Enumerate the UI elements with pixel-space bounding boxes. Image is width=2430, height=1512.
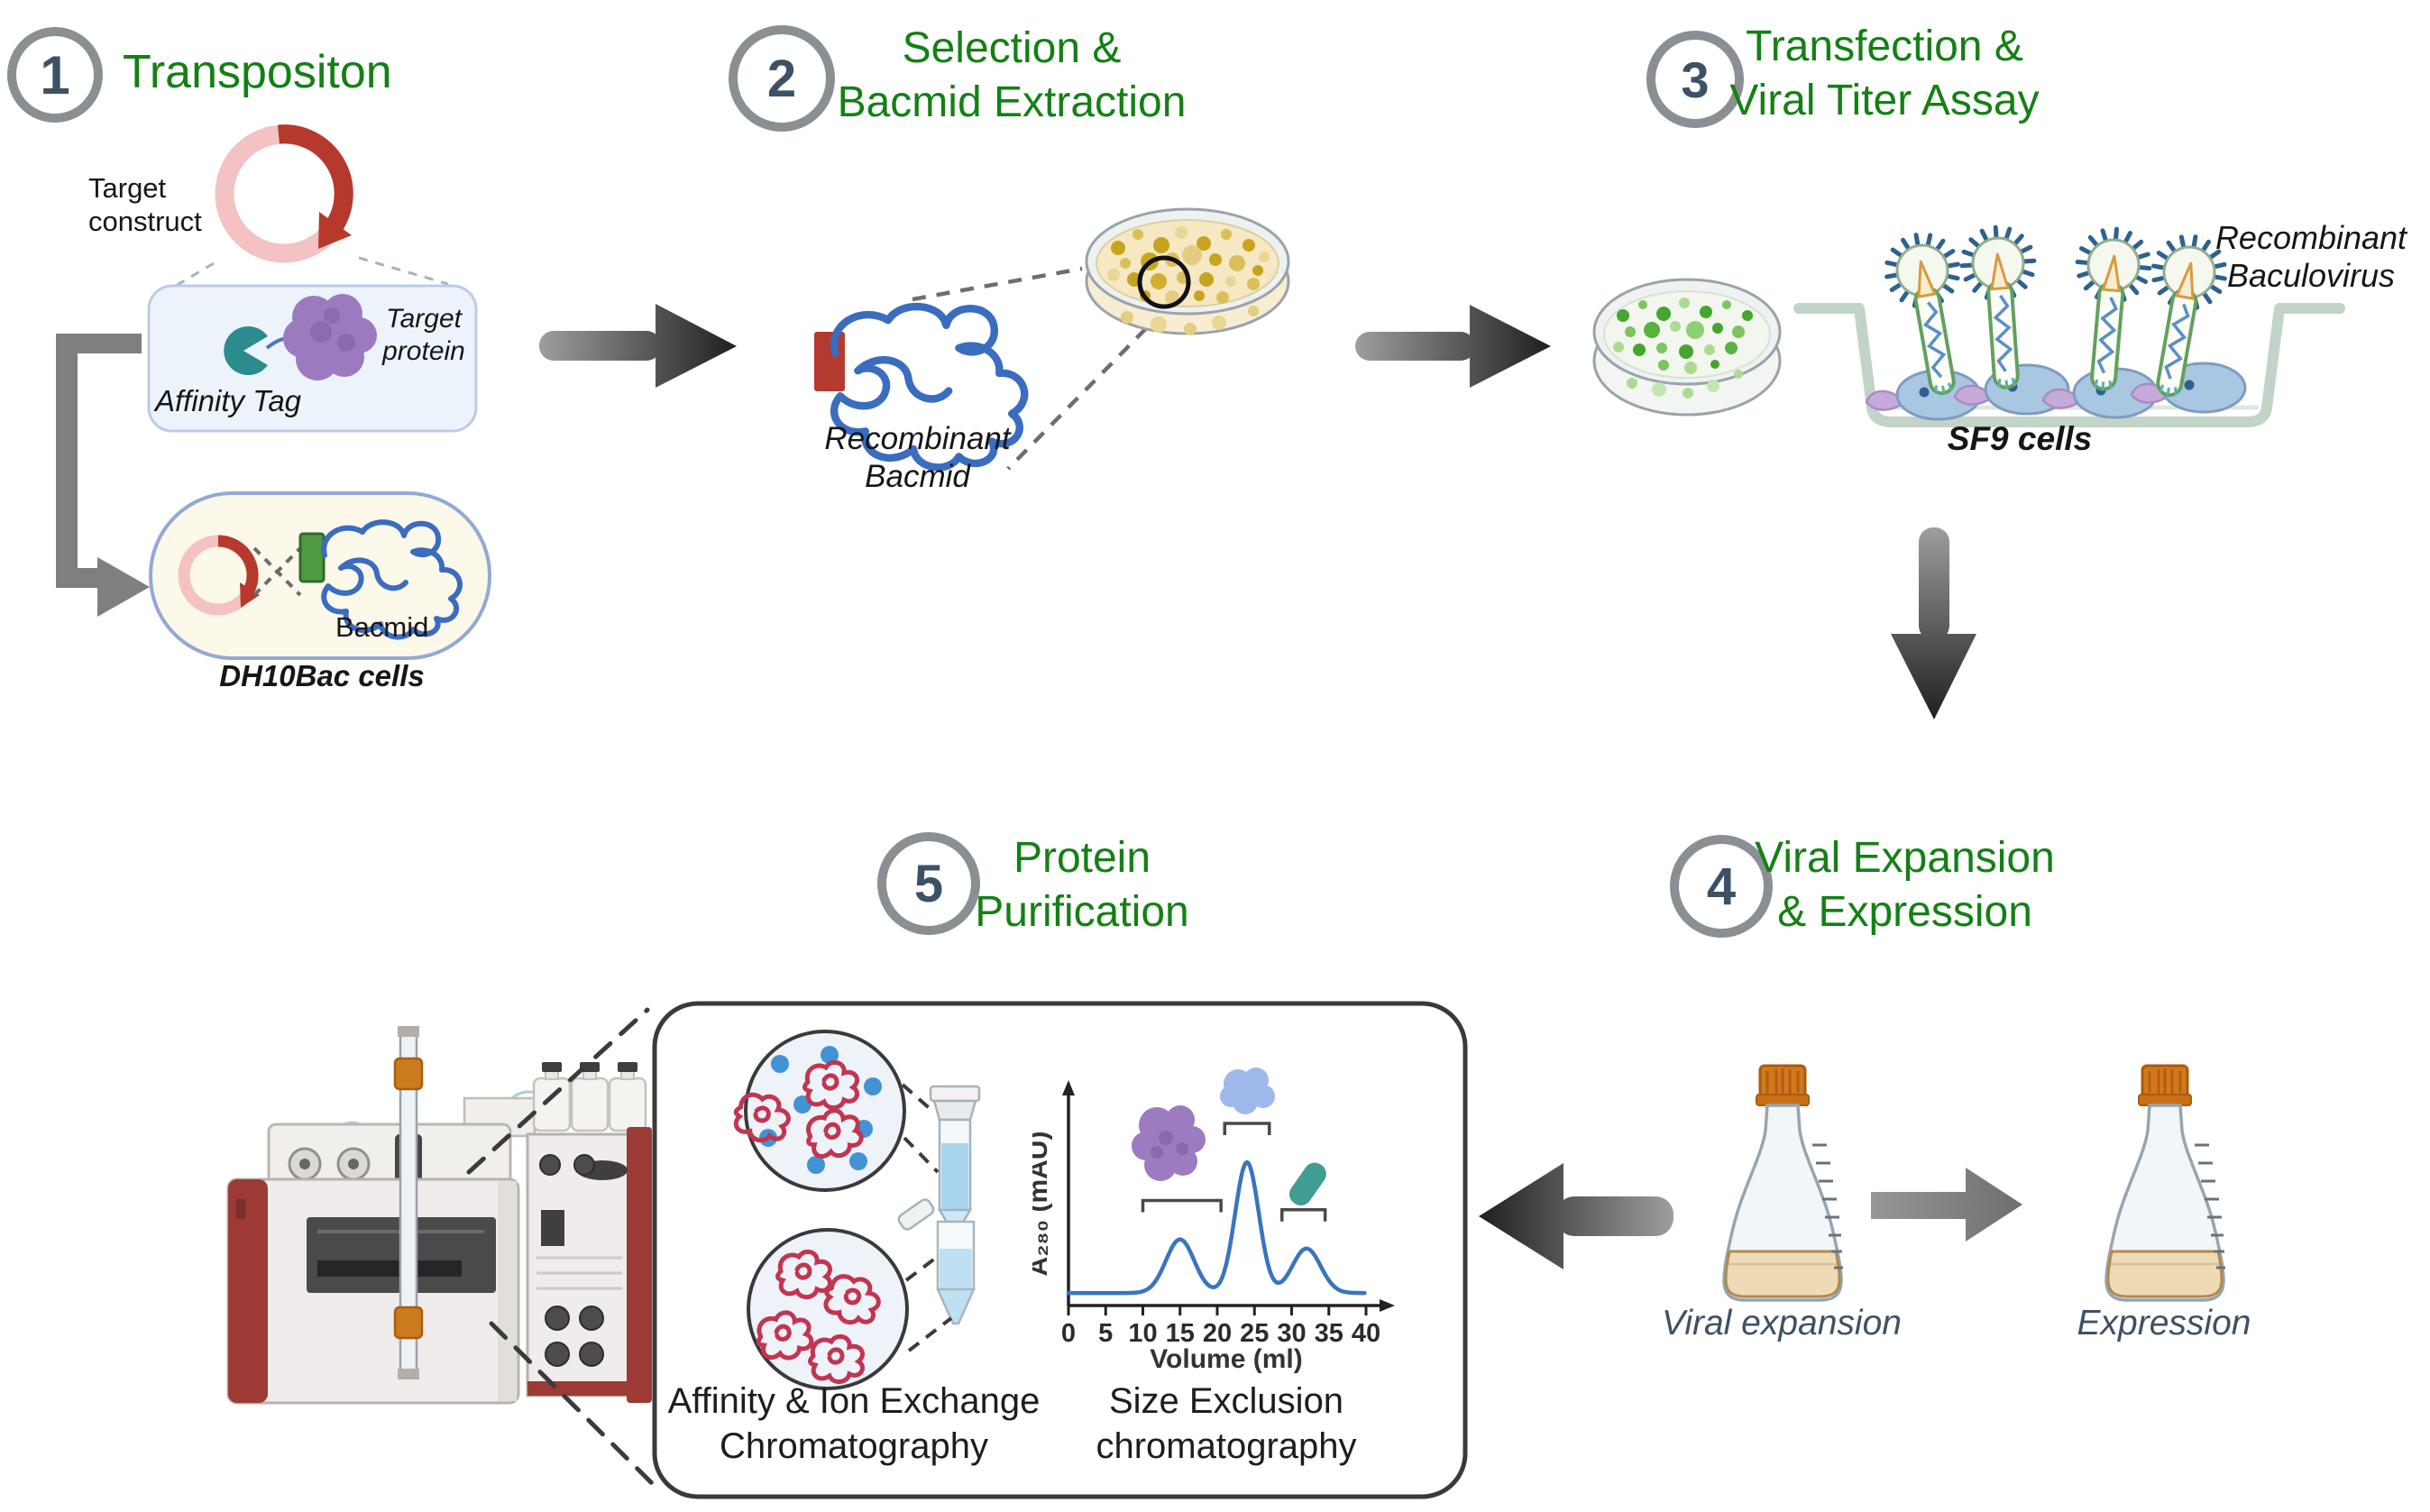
step1-title: Transpositon	[123, 46, 392, 98]
transposition-cross-dashes	[252, 546, 302, 597]
arrow-construct-to-dh10bac	[56, 334, 150, 617]
spin-column-icon	[929, 1085, 981, 1232]
petri-dish-yellow-colonies	[1085, 207, 1290, 335]
a280-trace-curve	[1066, 1159, 1367, 1296]
x-axis-label: Volume (ml)	[1150, 1344, 1302, 1374]
step3-number: 3	[1681, 50, 1710, 108]
flask-viral-expansion	[1722, 1064, 1845, 1302]
step3-title: Transfection & Viral Titer Assay	[1729, 23, 2040, 124]
x-tick-label: 35	[1315, 1319, 1343, 1348]
step2-number: 2	[766, 49, 797, 108]
gene-insert-icon	[298, 532, 326, 583]
step3-illustration	[1592, 225, 2345, 427]
arrow-step2-to-step3	[1355, 305, 1551, 388]
donor-plasmid-icon	[178, 535, 260, 616]
size-exclusion-label: Size Exclusion chromatography	[1096, 1381, 1357, 1466]
bacmid-insert-marker	[814, 332, 845, 391]
teal-protein-blob	[1288, 1162, 1326, 1206]
y-axis-arrow	[1062, 1080, 1075, 1095]
flask-expression	[2104, 1064, 2227, 1302]
colony-selection-circle	[1137, 255, 1191, 309]
expression-label: Expression	[2077, 1304, 2251, 1342]
callout-dashes-bacmid-to-dish	[912, 266, 1165, 471]
fraction-bracket	[1280, 1207, 1327, 1222]
x-tick-label: 10	[1128, 1319, 1157, 1348]
x-tick-label: 15	[1166, 1319, 1195, 1348]
step2-title: Selection & Bacmid Extraction	[837, 24, 1187, 126]
bacmid-label: Bacmid	[335, 611, 429, 643]
step5-number: 5	[913, 854, 944, 913]
petri-dish-green-colonies	[1592, 278, 1782, 417]
step1-illustration	[56, 124, 491, 660]
magnification-dashes	[466, 1007, 659, 1490]
arrow-step1-to-step2	[539, 304, 737, 388]
x-tick-label: 0	[1061, 1319, 1076, 1348]
callout-dashes-plasmid-to-box	[175, 256, 449, 288]
target-protein-label: Target protein	[382, 304, 465, 366]
x-tick-label: 40	[1352, 1319, 1380, 1348]
step1-number: 1	[40, 44, 70, 105]
viral-expansion-label: Viral expansion	[1662, 1304, 1902, 1342]
microcentrifuge-tube-icon	[897, 1198, 976, 1325]
recombinant-bacmid-label: Recombinant Bacmid	[824, 421, 1011, 494]
x-tick-label: 20	[1203, 1319, 1232, 1348]
arrow-step4-to-step5	[1479, 1163, 1673, 1269]
affinity-tag-icon	[224, 326, 268, 375]
fplc-machine	[226, 1026, 652, 1405]
fraction-bracket	[1141, 1198, 1223, 1213]
purple-protein-blob	[1132, 1105, 1206, 1181]
purified-circle	[747, 1228, 909, 1390]
target-construct-label: Target construct	[88, 172, 202, 238]
step4-title: Viral Expansion & Expression	[1755, 834, 2055, 936]
green-colonies	[1613, 298, 1753, 399]
mixture-circle	[729, 1030, 906, 1192]
step4-number: 4	[1706, 857, 1737, 916]
fraction-bracket	[1223, 1122, 1271, 1135]
x-tick-label: 25	[1240, 1319, 1269, 1348]
step5-number-badge: 5	[877, 832, 980, 935]
step4-number-badge: 4	[1670, 835, 1773, 938]
affinity-tag-label: Affinity Tag	[155, 384, 302, 417]
column-callout-dashes	[901, 1083, 953, 1352]
step2-illustration	[814, 207, 1290, 471]
y-axis-label: A₂₈₀ (mAU)	[1032, 1132, 1053, 1277]
arrow-step3-to-step4	[1891, 527, 1976, 719]
recombinant-baculovirus-label: Recombinant Baculovirus	[2215, 219, 2407, 295]
step5-title: Protein Purification	[975, 834, 1189, 936]
fraction-brackets	[1141, 1122, 1327, 1222]
target-protein-icon	[283, 294, 377, 380]
affinity-iex-label: Affinity & Ion Exchange Chromatography	[667, 1381, 1041, 1466]
sf9-cells-label: SF9 cells	[1947, 420, 2093, 457]
impurity-dots	[759, 1046, 882, 1174]
sf9-culture-tray	[1793, 303, 2345, 427]
x-axis-arrow	[1380, 1299, 1395, 1312]
baculovirus-icon	[2067, 226, 2152, 393]
step3-number-badge: 3	[1646, 31, 1744, 128]
step1-number-badge: 1	[7, 27, 103, 123]
x-tick-label: 30	[1277, 1319, 1306, 1348]
dh10bac-cells-label: DH10Bac cells	[219, 659, 425, 692]
step2-number-badge: 2	[729, 25, 835, 132]
target-construct-plasmid-icon	[215, 124, 353, 263]
x-tick-label: 5	[1098, 1319, 1113, 1348]
arrow-viral-expansion-to-expression	[1871, 1168, 2022, 1242]
blue-protein-blob	[1220, 1068, 1275, 1114]
